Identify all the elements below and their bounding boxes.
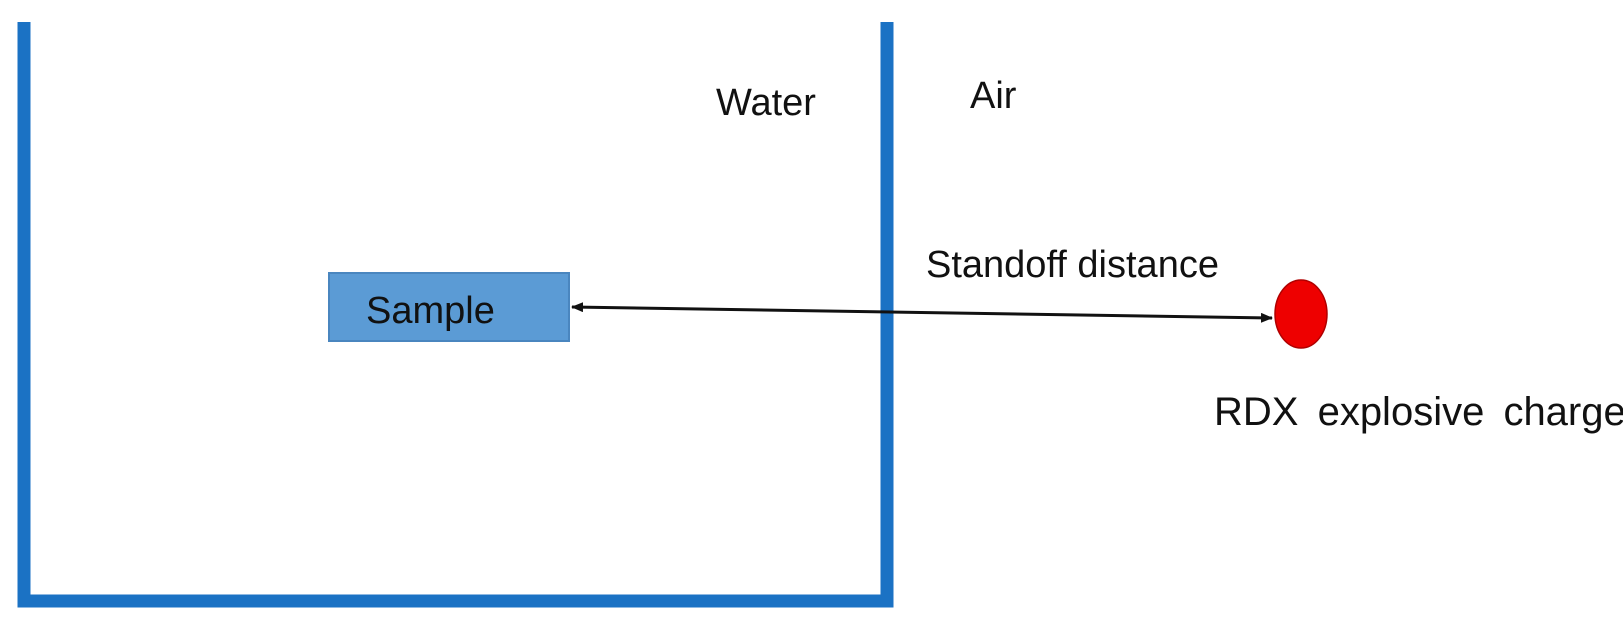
- standoff-distance-arrow: [571, 302, 1273, 323]
- rdx-charge-circle: [1274, 279, 1328, 349]
- rdx-charge-label: RDX explosive charge: [1214, 390, 1623, 434]
- water-label: Water: [716, 82, 816, 124]
- air-label: Air: [970, 75, 1017, 117]
- sample-label: Sample: [366, 290, 495, 332]
- standoff-distance-label: Standoff distance: [926, 244, 1219, 286]
- sample-block: [328, 272, 570, 342]
